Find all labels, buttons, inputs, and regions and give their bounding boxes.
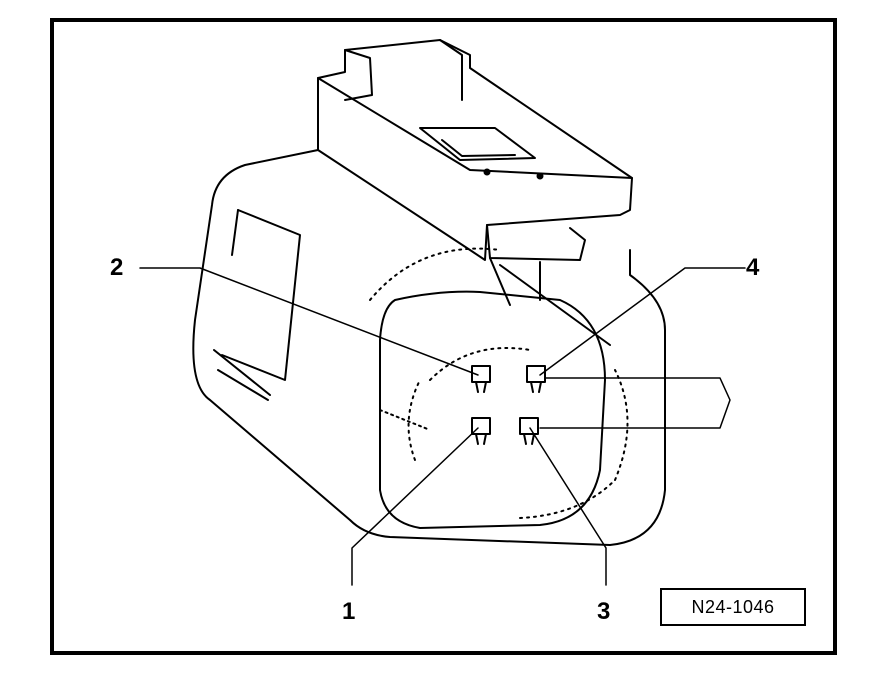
latch [486, 224, 586, 261]
reference-code: N24-1046 [691, 596, 775, 617]
locking-slot [419, 127, 536, 161]
pin-2-contact [471, 365, 491, 393]
callout-3: 3 [597, 598, 611, 625]
reference-code-box: N24-1046 [660, 588, 806, 626]
leader-line-3 [529, 427, 607, 586]
connector-face [379, 290, 606, 529]
figure-frame [50, 18, 837, 655]
pin-1-contact [471, 417, 491, 445]
leader-line-4 [539, 267, 746, 376]
connector-top-block [317, 39, 633, 261]
pin-4-contact [526, 365, 546, 393]
leader-line-1 [351, 427, 479, 586]
bracket-line [539, 377, 731, 429]
callout-1: 1 [342, 598, 356, 625]
leader-line-2 [139, 267, 479, 376]
side-slot [221, 209, 301, 381]
pin-3-contact [519, 417, 539, 445]
callout-2: 2 [110, 254, 124, 281]
connector-housing-outline [192, 149, 666, 546]
callout-4: 4 [746, 254, 760, 281]
